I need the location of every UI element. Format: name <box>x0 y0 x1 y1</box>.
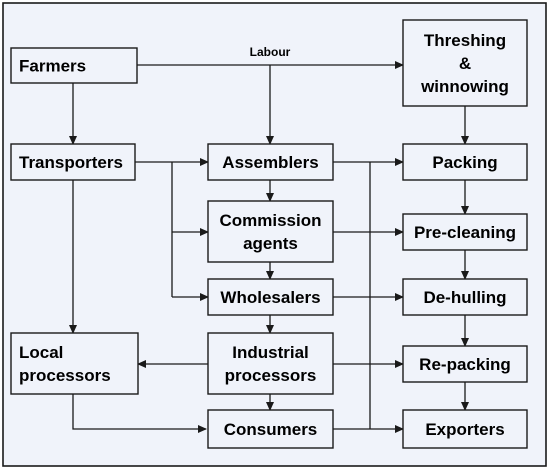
node-box-consumers <box>207 409 334 449</box>
node-box-de-hulling <box>402 278 528 316</box>
node-label-industrial-processors-1: Industrial <box>232 343 309 362</box>
node-box-pre-cleaning <box>402 213 528 251</box>
node-box-commission-agents <box>207 200 334 263</box>
node-label-exporters: Exporters <box>425 420 504 439</box>
node-box-exporters <box>402 409 528 449</box>
node-assemblers: Assemblers <box>207 143 334 181</box>
node-box-industrial-processors <box>207 332 334 395</box>
node-label-de-hulling: De-hulling <box>423 288 506 307</box>
edges: Labour <box>69 45 469 433</box>
node-label-commission-agents-2: agents <box>243 234 298 253</box>
node-re-packing: Re-packing <box>402 345 528 383</box>
node-label-threshing-winnowing-3: winnowing <box>420 77 509 96</box>
node-label-re-packing: Re-packing <box>419 355 511 374</box>
node-label-threshing-winnowing-2: & <box>459 54 471 73</box>
node-box-farmers <box>10 47 138 84</box>
node-label-consumers: Consumers <box>224 420 318 439</box>
node-de-hulling: De-hulling <box>402 278 528 316</box>
node-label-packing: Packing <box>432 153 497 172</box>
edge-local-consumers <box>72 394 207 433</box>
node-label-wholesalers: Wholesalers <box>220 288 320 307</box>
node-label-local-processors-1: Local <box>19 343 63 362</box>
node-transporters: Transporters <box>10 143 136 181</box>
node-box-re-packing <box>402 345 528 383</box>
node-pre-cleaning: Pre-cleaning <box>402 213 528 251</box>
node-consumers: Consumers <box>207 409 334 449</box>
node-local-processors: Local processors <box>10 332 139 395</box>
node-label-transporters: Transporters <box>19 153 123 172</box>
node-label-assemblers: Assemblers <box>222 153 318 172</box>
node-wholesalers: Wholesalers <box>207 278 334 316</box>
labour-label: Labour <box>250 45 291 59</box>
node-label-commission-agents-1: Commission <box>219 211 321 230</box>
node-exporters: Exporters <box>402 409 528 449</box>
node-industrial-processors: Industrial processors <box>207 332 334 395</box>
node-box-transporters <box>10 143 136 181</box>
node-farmers: Farmers <box>10 47 138 84</box>
node-box-assemblers <box>207 143 334 181</box>
node-label-threshing-winnowing-1: Threshing <box>424 31 506 50</box>
node-threshing-winnowing: Threshing & winnowing <box>402 19 528 107</box>
node-box-local-processors <box>10 332 139 395</box>
node-label-farmers: Farmers <box>19 57 86 76</box>
node-box-threshing-winnowing <box>402 19 528 107</box>
node-packing: Packing <box>402 143 528 181</box>
node-label-industrial-processors-2: processors <box>225 366 317 385</box>
node-label-pre-cleaning: Pre-cleaning <box>414 223 516 242</box>
node-commission-agents: Commission agents <box>207 200 334 263</box>
node-box-packing <box>402 143 528 181</box>
node-box-wholesalers <box>207 278 334 316</box>
node-label-local-processors-2: processors <box>19 366 111 385</box>
